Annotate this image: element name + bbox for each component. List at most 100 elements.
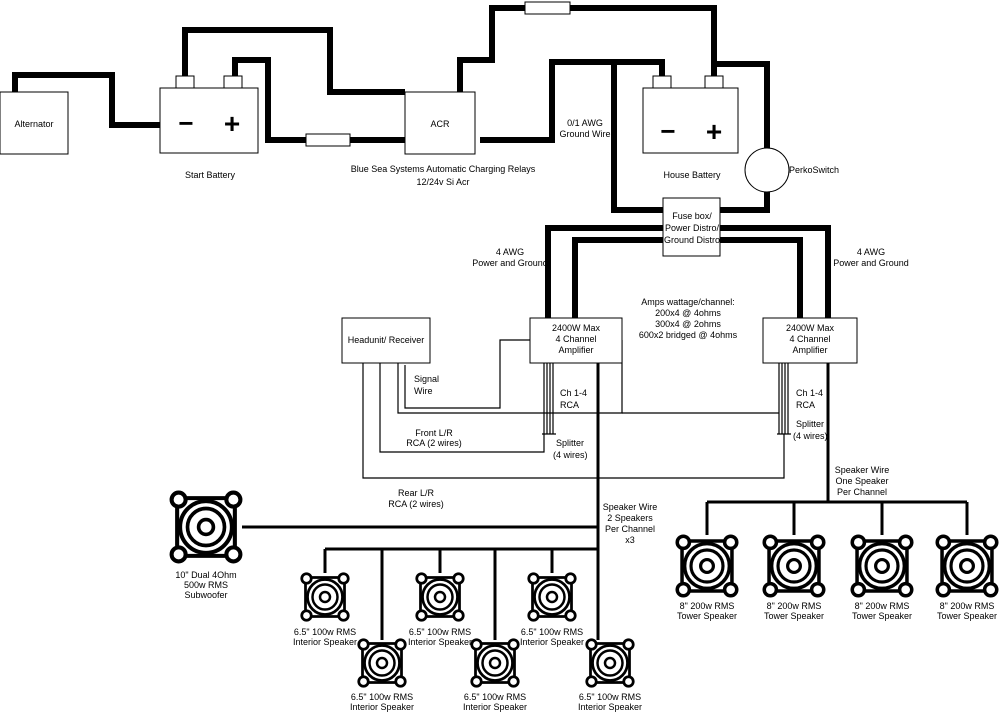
amp-right-line3: Amplifier xyxy=(792,345,827,355)
alternator: Alternator xyxy=(0,91,69,155)
fuse-box-to-left-amp-ground xyxy=(572,237,663,318)
front-rca-line2: RCA (2 wires) xyxy=(406,438,462,448)
amplifier-right: 2400W Max 4 Channel Amplifier xyxy=(762,317,858,364)
interior-speaker: 6.5" 100w RMS Interior Speaker xyxy=(293,572,357,647)
tower-speaker-drops xyxy=(705,502,969,535)
subwoofer-label-line3: Subwoofer xyxy=(184,590,227,600)
speaker-icon xyxy=(470,638,520,688)
plus-terminal-icon: + xyxy=(706,116,722,147)
perko-switch: PerkoSwitch xyxy=(744,147,839,193)
speaker-wire-left-line2: 2 Speakers xyxy=(607,513,653,523)
speaker-wire-right-line1: Speaker Wire xyxy=(835,465,890,475)
subwoofer-label-line1: 10" Dual 4Ohm xyxy=(175,570,236,580)
interior-speaker-label-line2: Interior Speaker xyxy=(578,702,642,712)
ground-wire-label-line1: 0/1 AWG xyxy=(567,118,603,128)
tower-speaker-label-line1: 8" 200w RMS xyxy=(767,601,822,611)
interior-speaker-label-line2: Interior Speaker xyxy=(520,637,584,647)
awg-left-line1: 4 AWG xyxy=(496,247,524,257)
amp-right-line1: 2400W Max xyxy=(786,323,835,333)
interior-speaker-label-line2: Interior Speaker xyxy=(350,702,414,712)
speaker-icon xyxy=(762,534,826,598)
interior-speaker-label-line2: Interior Speaker xyxy=(408,637,472,647)
splitter-right-line1: Splitter xyxy=(796,419,824,429)
acr-caption-line2: 12/24v Si Acr xyxy=(416,177,469,187)
minus-terminal-icon: − xyxy=(178,108,193,138)
tower-speaker-label-line1: 8" 200w RMS xyxy=(680,601,735,611)
subwoofer: 10" Dual 4Ohm 500w RMS Subwoofer xyxy=(169,490,243,600)
house-battery-label: House Battery xyxy=(663,170,721,180)
speaker-icon xyxy=(357,638,407,688)
interior-speaker-label-line1: 6.5" 100w RMS xyxy=(464,692,526,702)
tower-speaker-label-line1: 8" 200w RMS xyxy=(855,601,910,611)
rca-right-line1: Ch 1-4 xyxy=(796,388,823,398)
interior-speaker: 6.5" 100w RMS Interior Speaker xyxy=(520,572,584,647)
house-battery: − + House Battery xyxy=(642,75,739,180)
amp-left-line1: 2400W Max xyxy=(552,323,601,333)
speaker-wire-left-line1: Speaker Wire xyxy=(603,502,658,512)
signal-wiring xyxy=(362,339,791,479)
acr-relay: ACR Blue Sea Systems Automatic Charging … xyxy=(351,91,536,187)
start-battery: − + Start Battery xyxy=(159,75,259,180)
front-rca-wire xyxy=(379,363,545,453)
headunit-receiver: Headunit/ Receiver xyxy=(341,317,431,364)
subwoofer-label-line2: 500w RMS xyxy=(184,580,228,590)
start-battery-neg-ground-wire xyxy=(182,27,405,95)
awg-right-line1: 4 AWG xyxy=(857,247,885,257)
signal-wire-label-line2: Wire xyxy=(414,386,433,396)
speaker-wire-left-line4: x3 xyxy=(625,535,635,545)
acr-to-top-fuse-wire xyxy=(457,5,525,92)
fuse-box-label-line1: Fuse box/ xyxy=(672,211,712,221)
amplifier-left: 2400W Max 4 Channel Amplifier xyxy=(529,317,623,364)
tower-speaker: 8" 200w RMS Tower Speaker xyxy=(762,534,826,621)
perko-to-fuse-box-wire xyxy=(720,192,770,213)
tower-speaker: 8" 200w RMS Tower Speaker xyxy=(935,534,999,621)
front-rca-line1: Front L/R xyxy=(415,428,453,438)
speaker-icon xyxy=(935,534,999,598)
splitter-left-line1: Splitter xyxy=(556,438,584,448)
subwoofer-icon xyxy=(169,490,243,564)
rca-right-line2: RCA xyxy=(796,400,815,410)
rear-rca-line1: Rear L/R xyxy=(398,488,435,498)
fuse-box-to-right-amp-ground xyxy=(720,237,803,318)
speaker-wiring xyxy=(242,363,969,640)
inline-fuse-lower xyxy=(305,133,351,147)
speaker-icon xyxy=(300,572,350,622)
amp-right-line2: 4 Channel xyxy=(789,334,830,344)
interior-speaker: 6.5" 100w RMS Interior Speaker xyxy=(578,638,642,712)
alternator-label: Alternator xyxy=(14,119,53,129)
plus-terminal-icon: + xyxy=(224,108,240,139)
fuse-box-to-right-amp-power xyxy=(720,225,831,318)
splitter-left-line2: (4 wires) xyxy=(553,450,588,460)
tower-speaker: 8" 200w RMS Tower Speaker xyxy=(675,534,739,621)
interior-speaker-label-line1: 6.5" 100w RMS xyxy=(579,692,641,702)
signal-wire-to-right-amp xyxy=(397,340,623,414)
speaker-wire-left-line3: Per Channel xyxy=(605,524,655,534)
interior-speaker: 6.5" 100w RMS Interior Speaker xyxy=(350,638,414,712)
signal-wire-label-line1: Signal xyxy=(414,374,439,384)
fuse-box-label-line3: Ground Distro xyxy=(664,235,720,245)
tower-speaker-label-line2: Tower Speaker xyxy=(852,611,912,621)
amps-wattage-line4: 600x2 bridged @ 4ohms xyxy=(639,330,738,340)
awg-right-line2: Power and Ground xyxy=(833,258,909,268)
interior-speaker: 6.5" 100w RMS Interior Speaker xyxy=(463,638,527,712)
acr-caption-line1: Blue Sea Systems Automatic Charging Rela… xyxy=(351,164,536,174)
tower-speaker-label-line2: Tower Speaker xyxy=(677,611,737,621)
tower-speaker-label-line2: Tower Speaker xyxy=(764,611,824,621)
interior-speaker-label-line1: 6.5" 100w RMS xyxy=(351,692,413,702)
tower-speaker-label-line2: Tower Speaker xyxy=(937,611,997,621)
splitter-right-line2: (4 wires) xyxy=(793,431,828,441)
awg-left-line2: Power and Ground xyxy=(472,258,548,268)
house-battery-to-perko-wire xyxy=(711,61,770,148)
tower-speaker: 8" 200w RMS Tower Speaker xyxy=(850,534,914,621)
interior-speaker-label-line2: Interior Speaker xyxy=(463,702,527,712)
fuse-box-label-line2: Power Distro/ xyxy=(665,223,720,233)
speaker-wire-right-line3: Per Channel xyxy=(837,487,887,497)
start-battery-to-acr-wire xyxy=(232,57,306,143)
fuse-box-to-left-amp-power xyxy=(545,225,663,318)
amps-wattage-line1: Amps wattage/channel: xyxy=(641,297,735,307)
rca-left-line2: RCA xyxy=(560,400,579,410)
amps-wattage-line3: 300x4 @ 2ohms xyxy=(655,319,721,329)
speaker-icon xyxy=(675,534,739,598)
interior-speaker-drops xyxy=(323,549,600,640)
acr-label: ACR xyxy=(430,119,450,129)
